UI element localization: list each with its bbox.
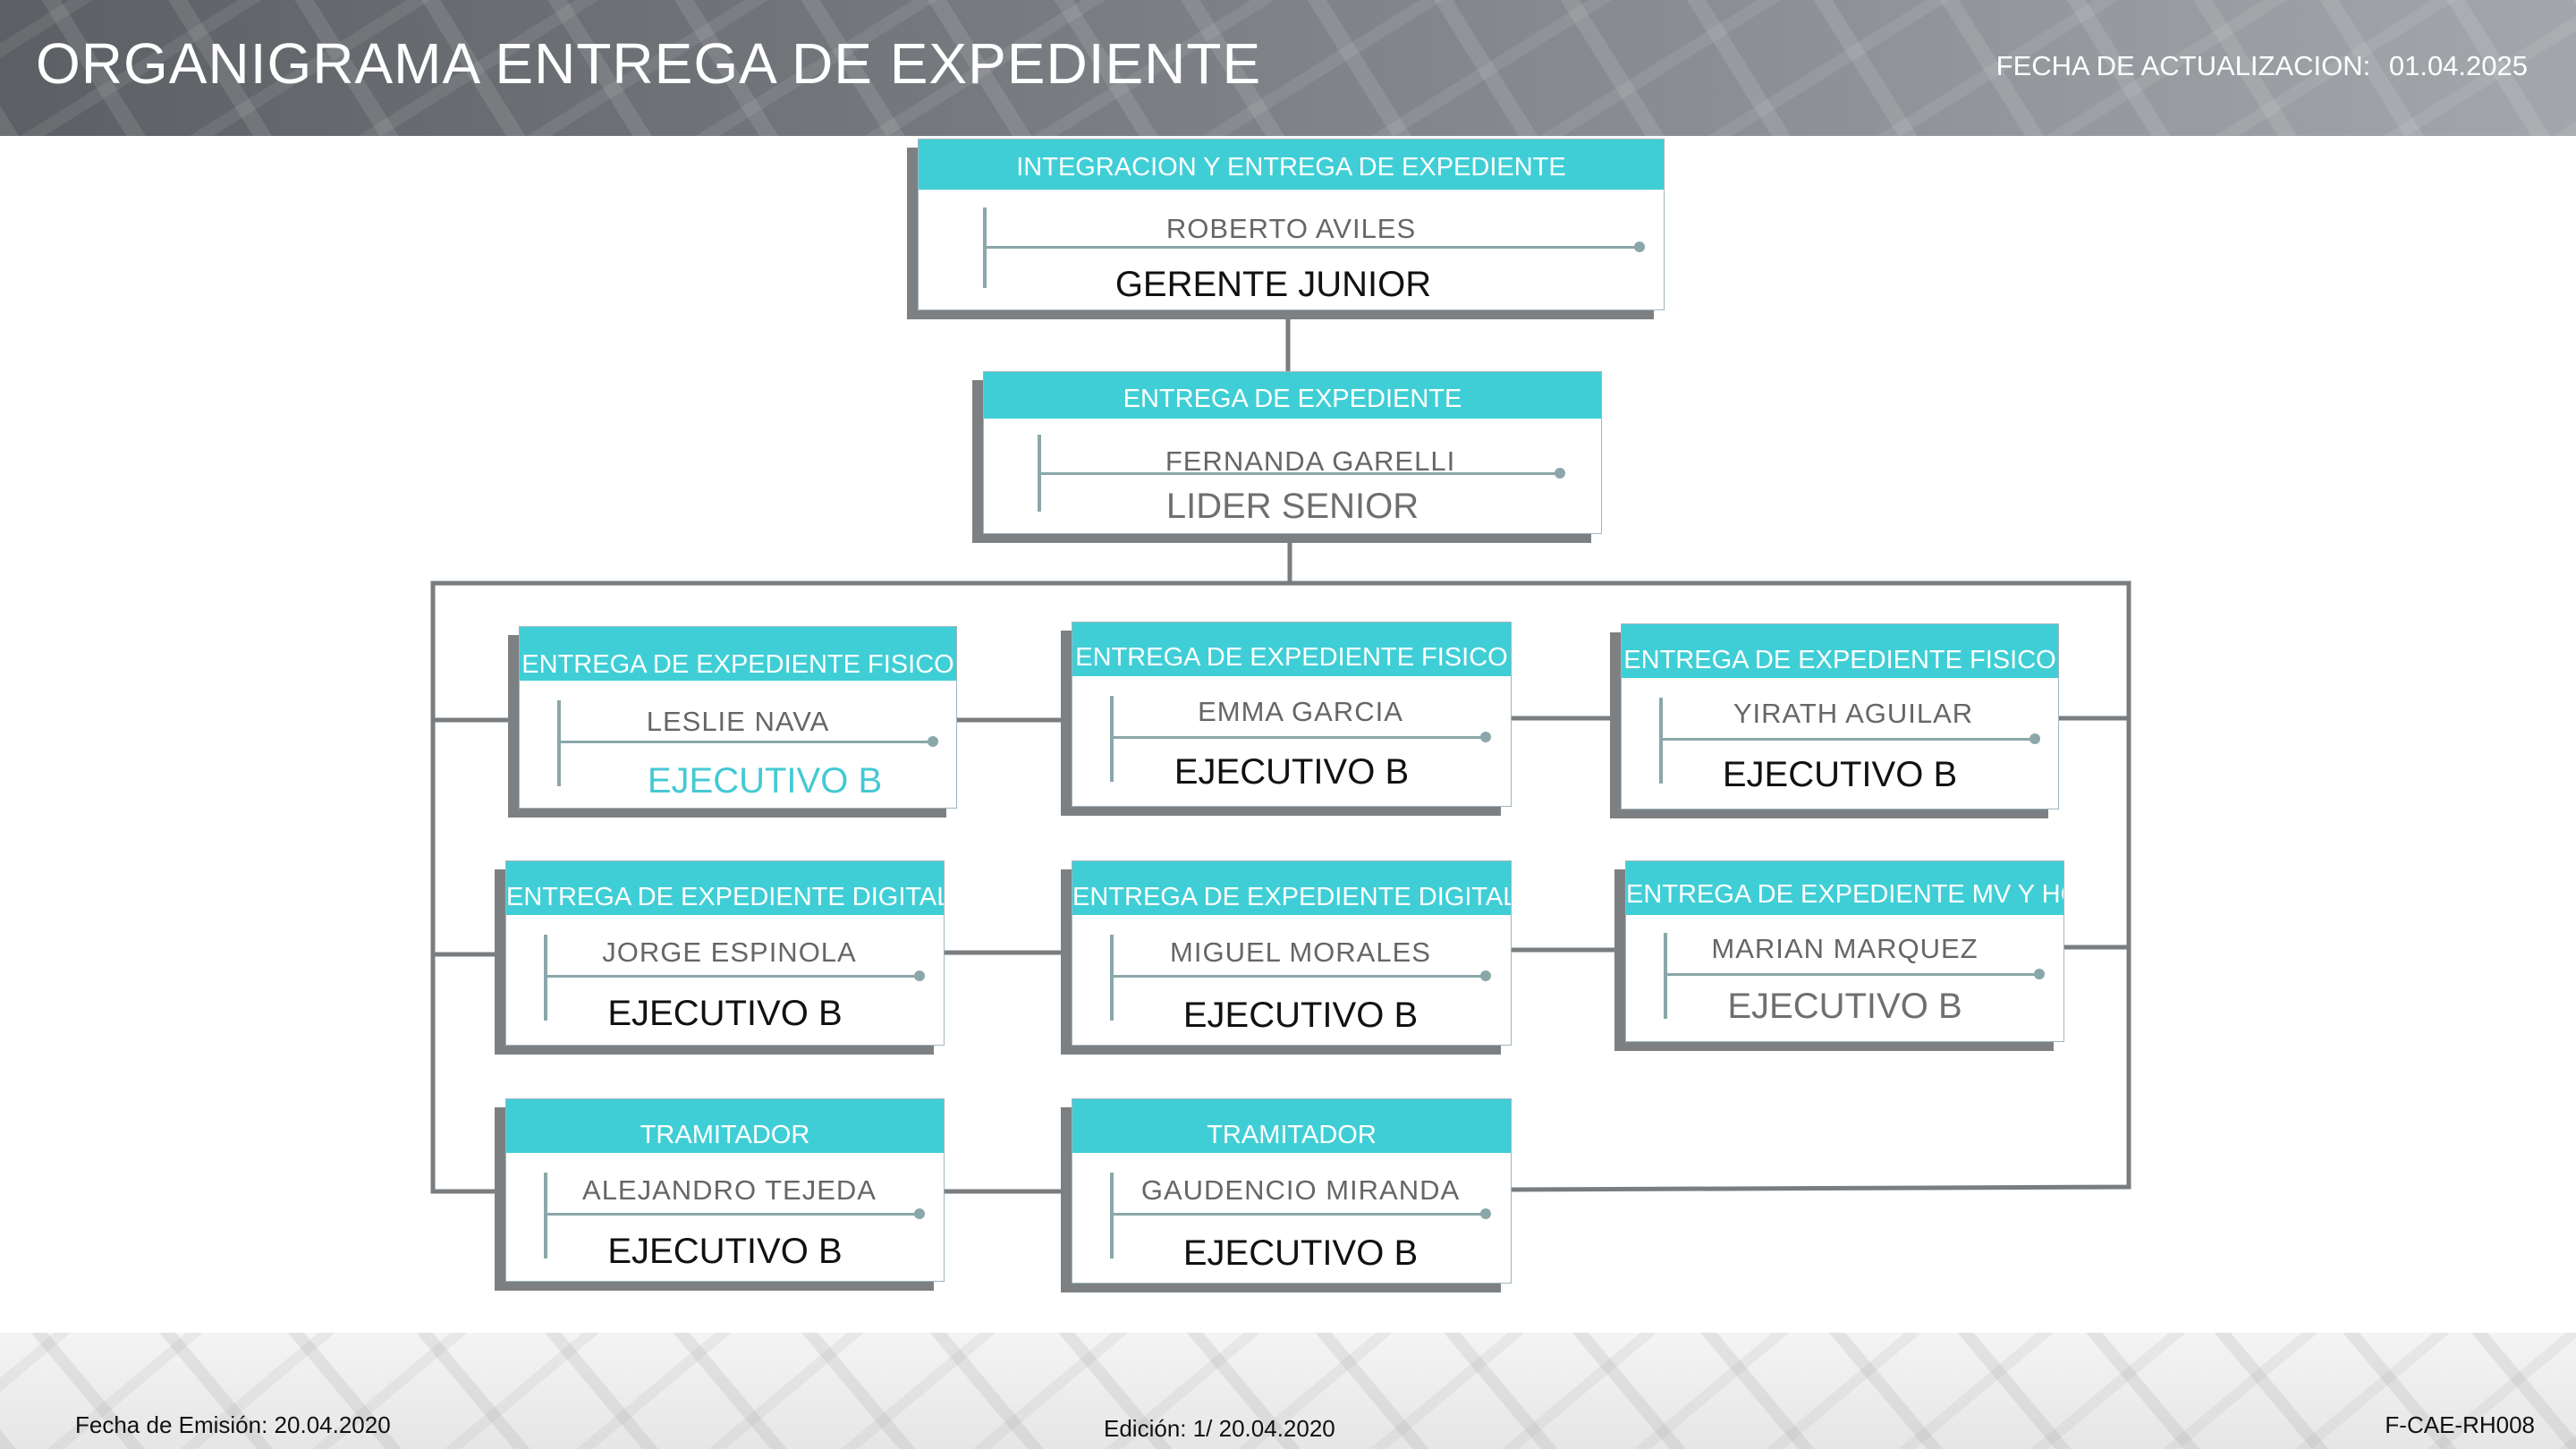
card-accent-vertical	[544, 935, 547, 1021]
card-accent-horizontal	[1664, 973, 2041, 976]
card-accent-horizontal	[544, 975, 921, 978]
card-accent-horizontal	[1110, 975, 1487, 978]
card-person-name: YIRATH AGUILAR	[1733, 698, 1974, 729]
card-role: EJECUTIVO B	[607, 1232, 843, 1271]
connector-right-bus	[1290, 580, 2131, 1192]
org-card-staff-2: ENTREGA DE EXPEDIENTE FISICO EMMA GARCIA…	[1072, 622, 1512, 807]
card-role: EJECUTIVO B	[647, 761, 883, 801]
card-accent-horizontal	[1659, 738, 2037, 741]
connector-left-bus	[430, 580, 1290, 1194]
card-role: EJECUTIVO B	[1174, 752, 1410, 792]
card-role: EJECUTIVO B	[607, 994, 843, 1033]
card-area-title: ENTREGA DE EXPEDIENTE FISICO	[1072, 623, 1511, 676]
card-accent-vertical	[1110, 1173, 1114, 1258]
org-card-leader: ENTREGA DE EXPEDIENTE FERNANDA GARELLI L…	[983, 371, 1602, 534]
org-card-staff-8: TRAMITADOR GAUDENCIO MIRANDA EJECUTIVO B	[1072, 1098, 1512, 1284]
card-role: EJECUTIVO B	[1182, 1233, 1419, 1273]
card-person-name: ALEJANDRO TEJEDA	[582, 1174, 877, 1206]
page-title: ORGANIGRAMA ENTREGA DE EXPEDIENTE	[36, 31, 1262, 96]
card-person-name: MIGUEL MORALES	[1170, 936, 1431, 968]
card-area-title: ENTREGA DE EXPEDIENTE	[984, 372, 1601, 419]
card-accent-horizontal	[1038, 472, 1560, 475]
card-area-title: ENTREGA DE EXPEDIENTE FISICO	[1622, 624, 2058, 678]
card-role: EJECUTIVO B	[1182, 996, 1419, 1035]
card-area-title: ENTREGA DE EXPEDIENTE DIGITAL	[506, 861, 944, 915]
org-card-staff-5: ENTREGA DE EXPEDIENTE DIGITAL MIGUEL MOR…	[1072, 860, 1512, 1046]
footer-edition: Edición: 1/ 20.04.2020	[1104, 1415, 1335, 1442]
update-date: 01.04.2025	[2388, 50, 2528, 81]
update-date-label: FECHA DE ACTUALIZACION: 01.04.2025	[1996, 50, 2528, 82]
org-card-staff-6: ENTREGA DE EXPEDIENTE MV Y HC MARIAN MAR…	[1625, 860, 2064, 1042]
org-card-staff-4: ENTREGA DE EXPEDIENTE DIGITAL JORGE ESPI…	[505, 860, 945, 1046]
card-person-name: FERNANDA GARELLI	[1165, 445, 1456, 477]
card-accent-horizontal	[544, 1213, 921, 1216]
card-area-title: ENTREGA DE EXPEDIENTE DIGITAL	[1072, 861, 1511, 915]
card-person-name: LESLIE NAVA	[646, 706, 830, 737]
update-label: FECHA DE ACTUALIZACION:	[1996, 50, 2371, 81]
card-accent-dot	[1555, 468, 1565, 479]
card-role: GERENTE JUNIOR	[1114, 265, 1432, 304]
card-accent-vertical	[1110, 935, 1114, 1021]
card-role: EJECUTIVO B	[1722, 755, 1958, 794]
footer-banner	[0, 1333, 2576, 1449]
card-accent-vertical	[557, 700, 561, 786]
card-accent-dot	[914, 970, 925, 981]
card-accent-vertical	[1664, 933, 1667, 1019]
card-accent-horizontal	[1110, 736, 1487, 739]
card-accent-dot	[928, 736, 938, 747]
card-accent-vertical	[1659, 698, 1663, 784]
card-accent-dot	[2029, 733, 2040, 744]
org-card-staff-3: ENTREGA DE EXPEDIENTE FISICO YIRATH AGUI…	[1621, 623, 2059, 809]
card-accent-dot	[1634, 242, 1645, 252]
card-accent-horizontal	[983, 246, 1640, 249]
card-person-name: EMMA GARCIA	[1198, 696, 1403, 727]
card-role: LIDER SENIOR	[1165, 487, 1419, 526]
card-accent-horizontal	[1110, 1213, 1487, 1216]
card-accent-dot	[1480, 1208, 1491, 1219]
card-accent-dot	[1480, 732, 1491, 742]
card-area-title: TRAMITADOR	[1072, 1099, 1511, 1153]
footer-emission-date: Fecha de Emisión: 20.04.2020	[75, 1411, 391, 1438]
card-accent-horizontal	[557, 741, 935, 743]
card-area-title: ENTREGA DE EXPEDIENTE MV Y HC	[1626, 861, 2063, 915]
card-role: EJECUTIVO B	[1727, 987, 1962, 1026]
card-area-title: ENTREGA DE EXPEDIENTE FISICO	[520, 627, 956, 681]
card-area-title: INTEGRACION Y ENTREGA DE EXPEDIENTE	[919, 140, 1664, 190]
card-accent-vertical	[1110, 696, 1114, 782]
card-accent-dot	[2034, 969, 2045, 979]
card-accent-dot	[1480, 970, 1491, 981]
org-card-staff-1: ENTREGA DE EXPEDIENTE FISICO LESLIE NAVA…	[519, 626, 957, 809]
org-card-manager: INTEGRACION Y ENTREGA DE EXPEDIENTE ROBE…	[918, 139, 1665, 310]
card-person-name: ROBERTO AVILES	[1165, 213, 1417, 244]
card-person-name: GAUDENCIO MIRANDA	[1140, 1174, 1461, 1206]
card-accent-dot	[914, 1208, 925, 1219]
card-person-name: JORGE ESPINOLA	[602, 936, 857, 968]
card-accent-vertical	[544, 1173, 547, 1258]
card-person-name: MARIAN MARQUEZ	[1711, 933, 1979, 964]
card-area-title: TRAMITADOR	[506, 1099, 944, 1153]
footer-document-code: F-CAE-RH008	[2385, 1411, 2535, 1438]
header-banner: ORGANIGRAMA ENTREGA DE EXPEDIENTE FECHA …	[0, 0, 2576, 136]
org-card-staff-7: TRAMITADOR ALEJANDRO TEJEDA EJECUTIVO B	[505, 1098, 945, 1282]
